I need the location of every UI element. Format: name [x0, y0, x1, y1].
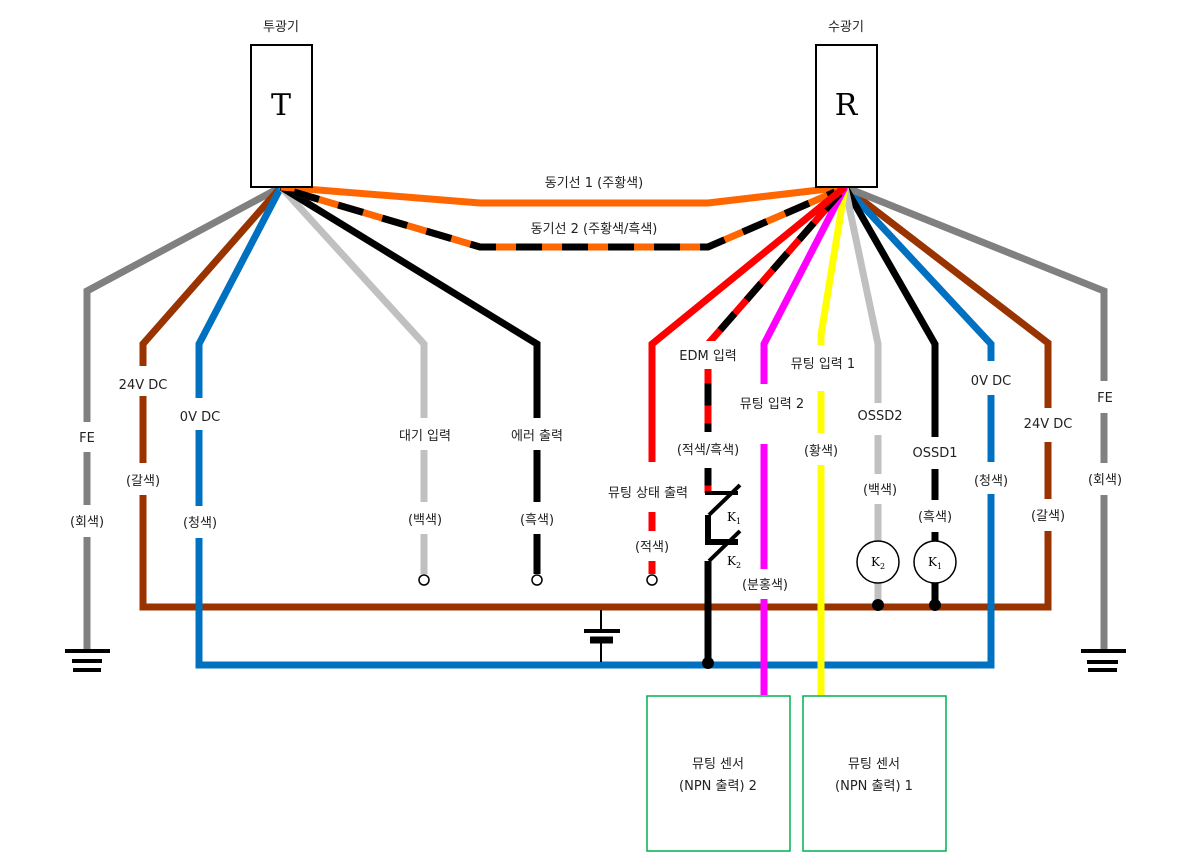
label-error-color: (흑색): [520, 513, 554, 528]
power-supply-icon: [584, 610, 620, 662]
muting-status-terminal: [646, 574, 658, 586]
standby-terminal: [418, 574, 430, 586]
svg-text:R: R: [835, 88, 859, 123]
label-emitter-fe: FE: [79, 431, 95, 446]
svg-text:동기선 2 (주황색/흑색): 동기선 2 (주황색/흑색): [531, 222, 658, 237]
svg-text:(NPN 출력) 2: (NPN 출력) 2: [679, 779, 757, 794]
label-edm-color: (적색/흑색): [677, 443, 739, 458]
receiver-wire-muting1: [817, 186, 849, 695]
emitter-wire-24v: [139, 184, 1052, 611]
label-emitter-24v: 24V DC: [119, 378, 168, 393]
receiver-wire-ossd2: [841, 186, 882, 604]
muting-sensor-2: 뮤팅 센서 (NPN 출력) 2: [646, 695, 791, 852]
contact-k1-label: K1: [727, 510, 741, 526]
relay-coil-k2: K2: [856, 540, 900, 584]
label-ossd1: OSSD1: [912, 446, 957, 461]
label-receiver-fe-color: (회색): [1088, 473, 1122, 488]
edm-relay-contacts: [704, 483, 742, 663]
relay-coil-k1: K1: [913, 540, 957, 584]
emitter-wire-0v: [195, 184, 995, 669]
label-emitter-0v: 0V DC: [180, 410, 220, 425]
label-receiver-0v: 0V DC: [971, 374, 1011, 389]
receiver-wire-fe: [843, 183, 1108, 650]
svg-text:K2: K2: [871, 555, 885, 571]
label-sync2: 동기선 2 (주황색/흑색): [531, 222, 658, 237]
label-ossd2: OSSD2: [857, 409, 902, 424]
label-muting1: 뮤팅 입력 1: [791, 357, 855, 372]
label-sync1: 동기선 1 (주황색): [545, 176, 643, 191]
label-error: 에러 출력: [511, 429, 563, 444]
svg-text:뮤팅 센서: 뮤팅 센서: [692, 757, 744, 772]
label-edm: EDM 입력: [679, 349, 737, 364]
muting-sensor-1: 뮤팅 센서 (NPN 출력) 1: [802, 695, 947, 852]
svg-text:뮤팅 센서: 뮤팅 센서: [848, 757, 900, 772]
label-emitter-0v-color: (청색): [183, 516, 217, 531]
label-emitter-24v-color: (갈색): [126, 474, 160, 489]
label-ossd1-color: (흑색): [918, 510, 952, 525]
label-receiver-0v-color: (청색): [974, 474, 1008, 489]
emitter-device: T: [250, 44, 313, 188]
label-receiver-fe: FE: [1097, 391, 1113, 406]
error-terminal: [531, 574, 543, 586]
earth-ground-left-icon: [65, 649, 110, 672]
svg-text:(NPN 출력) 1: (NPN 출력) 1: [835, 779, 913, 794]
junction-dot: [929, 599, 941, 611]
svg-text:동기선 1 (주황색): 동기선 1 (주황색): [545, 176, 643, 191]
emitter-wire-standby: [278, 184, 428, 574]
emitter-title: 투광기: [263, 20, 299, 35]
sync-wire-2: [293, 188, 837, 251]
label-receiver-24v: 24V DC: [1024, 417, 1073, 432]
label-muting2-color: (분홍색): [742, 578, 788, 593]
label-receiver-24v-color: (갈색): [1031, 509, 1065, 524]
emitter-wire-error: [279, 184, 541, 574]
label-muting-status-color: (적색): [635, 540, 669, 555]
label-ossd2-color: (백색): [863, 483, 897, 498]
receiver-device: R: [815, 44, 878, 188]
sync-wire-1: [280, 183, 846, 207]
svg-text:K1: K1: [928, 555, 942, 571]
label-standby: 대기 입력: [399, 429, 451, 444]
label-muting2: 뮤팅 입력 2: [740, 397, 804, 412]
junction-dot: [872, 599, 884, 611]
earth-ground-right-icon: [1081, 649, 1126, 672]
receiver-title: 수광기: [828, 20, 864, 35]
label-emitter-fe-color: (회색): [70, 515, 104, 530]
junction-dot: [702, 657, 714, 669]
contact-k2-label: K2: [727, 554, 741, 570]
label-muting-status: 뮤팅 상태 출력: [608, 486, 688, 501]
svg-text:T: T: [271, 88, 291, 123]
label-muting1-color: (황색): [804, 444, 838, 459]
label-standby-color: (백색): [408, 513, 442, 528]
